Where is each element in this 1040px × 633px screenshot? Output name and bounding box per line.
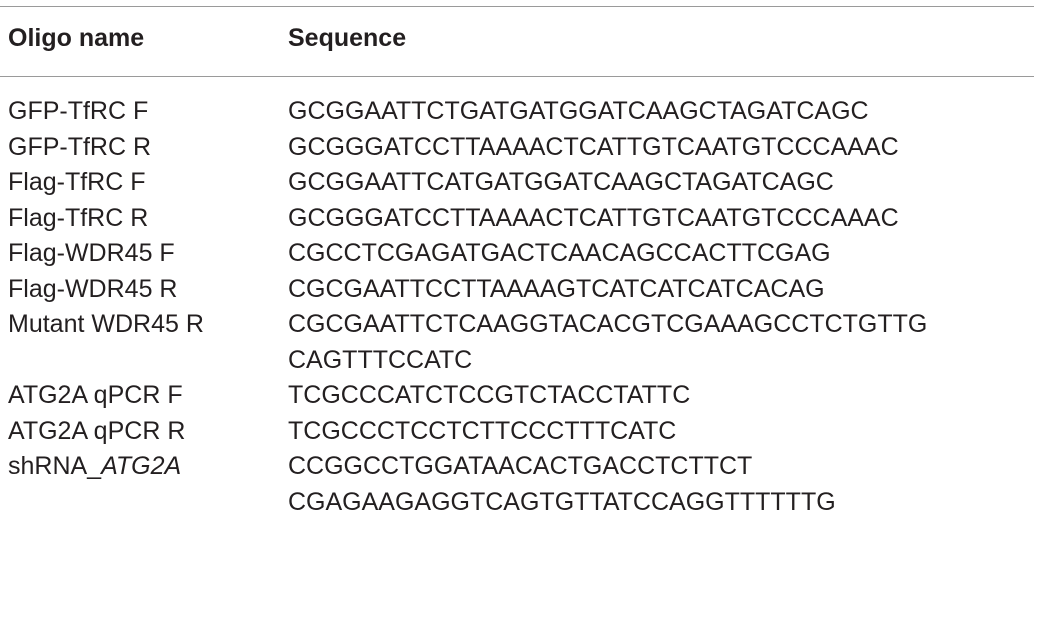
oligo-name: GFP-TfRC F (8, 97, 149, 125)
oligo-name: Flag-WDR45 F (8, 239, 175, 267)
oligo-name: shRNA_ATG2A (8, 449, 181, 485)
oligo-name: Flag-WDR45 R (8, 274, 178, 303)
table-row: Flag-WDR45 F CGCCTCGAGATGACTCAACAGCCACTT… (8, 236, 1034, 272)
sequence-line: TCGCCCTCCTCTTCCCTTTCATC (288, 416, 677, 445)
table-row: shRNA_ATG2A CCGGCCTGGATAACACTGACCTCTTCT … (8, 449, 1034, 520)
header-oligo-name: Oligo name (8, 24, 145, 52)
oligo-sequence: CCGGCCTGGATAACACTGACCTCTTCT CGAGAAGAGGTC… (288, 449, 1034, 520)
table-row: ATG2A qPCR R TCGCCCTCCTCTTCCCTTTCATC (8, 414, 1034, 450)
oligo-name-gene: ATG2A (101, 452, 182, 480)
sequence-line: GCGGAATTCTGATGATGGATCAAGCTAGATCAGC (288, 97, 869, 125)
table-row: Flag-TfRC F GCGGAATTCATGATGGATCAAGCTAGAT… (8, 165, 1034, 201)
oligo-sequence: CGCGAATTCCTTAAAAGTCATCATCATCACAG (288, 272, 1034, 308)
sequence-line-continued: CGAGAAGAGGTCAGTGTTATCCAGGTTTTTTG (288, 487, 836, 516)
oligo-name: ATG2A qPCR F (8, 381, 183, 409)
table-row: GFP-TfRC R GCGGGATCCTTAAAACTCATTGTCAATGT… (8, 130, 1034, 166)
sequence-line: GCGGGATCCTTAAAACTCATTGTCAATGTCCCAAAC (288, 203, 899, 232)
table-top-rule (0, 6, 1034, 7)
oligo-name-prefix: shRNA_ (8, 452, 102, 480)
header-sequence: Sequence (288, 24, 407, 52)
sequence-line-continued: CAGTTTCCATC (288, 345, 473, 374)
sequence-line: TCGCCCATCTCCGTCTACCTATTC (288, 381, 691, 409)
sequence-line: CCGGCCTGGATAACACTGACCTCTTCT (288, 452, 753, 480)
table-row: GFP-TfRC F GCGGAATTCTGATGATGGATCAAGCTAGA… (8, 94, 1034, 130)
oligo-name: Flag-TfRC F (8, 168, 146, 196)
sequence-line: GCGGAATTCATGATGGATCAAGCTAGATCAGC (288, 168, 834, 196)
oligo-sequence: GCGGAATTCATGATGGATCAAGCTAGATCAGC (288, 165, 1034, 201)
table-body: GFP-TfRC F GCGGAATTCTGATGATGGATCAAGCTAGA… (8, 94, 1034, 520)
oligo-sequence: CGCCTCGAGATGACTCAACAGCCACTTCGAG (288, 236, 1034, 272)
table-row: Flag-WDR45 R CGCGAATTCCTTAAAAGTCATCATCAT… (8, 272, 1034, 308)
table-header-row: Oligo name Sequence (8, 24, 1034, 60)
oligo-sequence: GCGGGATCCTTAAAACTCATTGTCAATGTCCCAAAC (288, 130, 1034, 166)
oligo-name: ATG2A qPCR R (8, 416, 186, 445)
oligo-sequence: GCGGGATCCTTAAAACTCATTGTCAATGTCCCAAAC (288, 201, 1034, 237)
sequence-line: GCGGGATCCTTAAAACTCATTGTCAATGTCCCAAAC (288, 132, 899, 161)
sequence-line: CGCCTCGAGATGACTCAACAGCCACTTCGAG (288, 239, 831, 267)
oligo-name: GFP-TfRC R (8, 132, 152, 161)
oligo-sequence: TCGCCCTCCTCTTCCCTTTCATC (288, 414, 1034, 450)
oligo-name: Mutant WDR45 R (8, 310, 204, 338)
oligo-name: Flag-TfRC R (8, 203, 149, 232)
table-header-rule (0, 76, 1034, 77)
oligo-sequence: TCGCCCATCTCCGTCTACCTATTC (288, 378, 1034, 414)
oligo-sequence: CGCGAATTCTCAAGGTACACGTCGAAAGCCTCTGTTG CA… (288, 307, 1034, 378)
sequence-line: CGCGAATTCCTTAAAAGTCATCATCATCACAG (288, 274, 825, 303)
oligo-sequence: GCGGAATTCTGATGATGGATCAAGCTAGATCAGC (288, 94, 1034, 130)
table-row: Flag-TfRC R GCGGGATCCTTAAAACTCATTGTCAATG… (8, 201, 1034, 237)
table-row: ATG2A qPCR F TCGCCCATCTCCGTCTACCTATTC (8, 378, 1034, 414)
table-row: Mutant WDR45 R CGCGAATTCTCAAGGTACACGTCGA… (8, 307, 1034, 378)
sequence-line: CGCGAATTCTCAAGGTACACGTCGAAAGCCTCTGTTG (288, 310, 928, 338)
